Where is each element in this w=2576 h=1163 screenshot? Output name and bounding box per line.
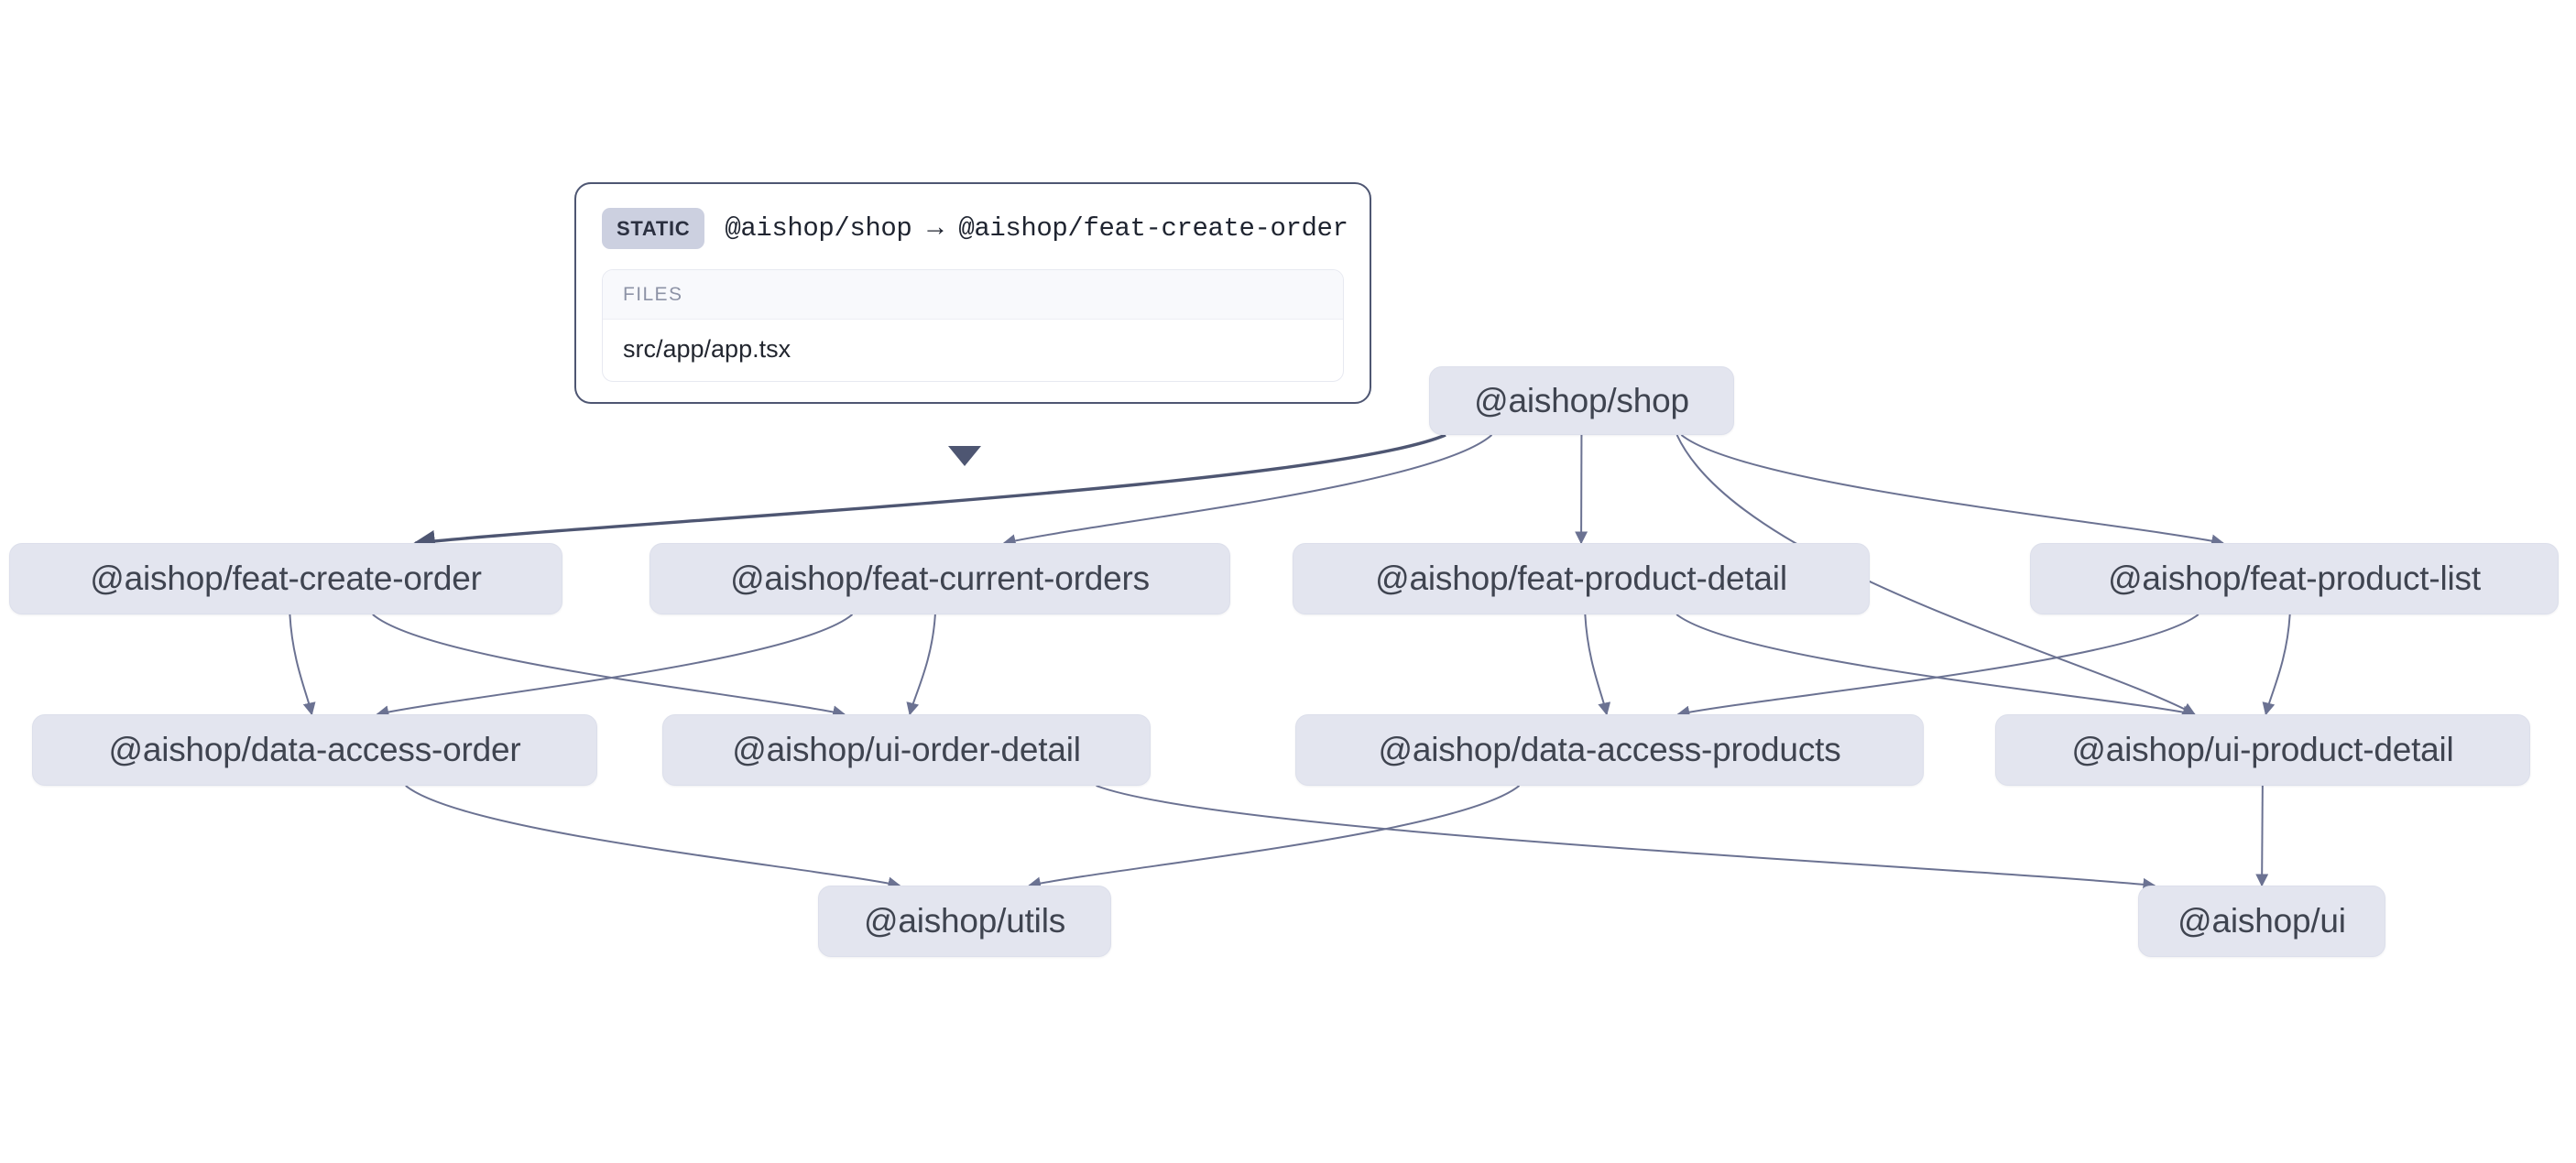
graph-edge-feat-create-order-to-ui-order-detail[interactable]: [372, 614, 846, 719]
graph-node-label: @aishop/data-access-products: [1378, 731, 1841, 768]
graph-edge-feat-product-detail-to-ui-product-detail[interactable]: [1675, 614, 2196, 719]
graph-edge-feat-current-orders-to-data-access-order[interactable]: [376, 614, 854, 719]
graph-node-ui-order-detail[interactable]: @aishop/ui-order-detail: [662, 714, 1151, 786]
graph-node-label: @aishop/feat-product-detail: [1375, 560, 1787, 597]
graph-edge-data-access-order-to-utils[interactable]: [405, 785, 901, 890]
files-list: src/app/app.tsx: [603, 320, 1343, 381]
edge-detail-card[interactable]: STATIC @aishop/shop → @aishop/feat-creat…: [574, 182, 1371, 404]
graph-node-feat-create-order[interactable]: @aishop/feat-create-order: [9, 543, 562, 614]
files-panel-header: FILES: [603, 270, 1343, 320]
graph-edge-data-access-products-to-utils[interactable]: [1028, 785, 1521, 890]
graph-edge-ui-order-detail-to-ui[interactable]: [1096, 785, 2156, 891]
file-row[interactable]: src/app/app.tsx: [623, 335, 791, 363]
detail-card-title: @aishop/shop → @aishop/feat-create-order: [725, 213, 1348, 244]
graph-node-label: @aishop/ui-order-detail: [732, 731, 1081, 768]
graph-node-ui-product-detail[interactable]: @aishop/ui-product-detail: [1995, 714, 2530, 786]
static-badge: STATIC: [602, 208, 705, 249]
graph-node-label: @aishop/feat-product-list: [2108, 560, 2481, 597]
graph-edge-shop-to-feat-current-orders[interactable]: [1002, 434, 1493, 548]
graph-node-ui[interactable]: @aishop/ui: [2138, 886, 2385, 957]
graph-node-label: @aishop/utils: [863, 902, 1066, 940]
graph-edge-feat-current-orders-to-ui-order-detail[interactable]: [906, 614, 936, 716]
graph-node-feat-product-detail[interactable]: @aishop/feat-product-detail: [1293, 543, 1870, 614]
graph-edge-feat-product-detail-to-data-access-products[interactable]: [1584, 614, 1611, 716]
graph-node-shop[interactable]: @aishop/shop: [1429, 366, 1734, 435]
graph-edge-shop-to-feat-create-order[interactable]: [413, 433, 1446, 552]
graph-edge-ui-product-detail-to-ui[interactable]: [2255, 785, 2269, 887]
graph-node-label: @aishop/feat-current-orders: [730, 560, 1150, 597]
detail-card-pointer: [948, 446, 981, 466]
graph-node-data-access-order[interactable]: @aishop/data-access-order: [32, 714, 597, 786]
graph-edge-shop-to-ui-product-detail[interactable]: [1675, 434, 2196, 715]
files-panel: FILES src/app/app.tsx: [602, 269, 1344, 382]
graph-node-label: @aishop/ui-product-detail: [2071, 731, 2454, 768]
graph-edge-feat-product-list-to-data-access-products[interactable]: [1676, 614, 2199, 719]
detail-card-header: STATIC @aishop/shop → @aishop/feat-creat…: [602, 208, 1348, 269]
graph-node-feat-current-orders[interactable]: @aishop/feat-current-orders: [649, 543, 1230, 614]
graph-node-data-access-products[interactable]: @aishop/data-access-products: [1295, 714, 1924, 786]
graph-node-label: @aishop/shop: [1474, 381, 1689, 419]
graph-edge-feat-create-order-to-data-access-order[interactable]: [289, 614, 316, 716]
graph-node-feat-product-list[interactable]: @aishop/feat-product-list: [2030, 543, 2559, 614]
graph-node-label: @aishop/ui: [2178, 902, 2346, 940]
graph-node-label: @aishop/feat-create-order: [90, 560, 482, 597]
graph-edge-feat-product-list-to-ui-product-detail[interactable]: [2262, 614, 2291, 716]
graph-edge-shop-to-feat-product-list[interactable]: [1680, 434, 2225, 548]
graph-node-utils[interactable]: @aishop/utils: [818, 886, 1111, 957]
graph-node-label: @aishop/data-access-order: [108, 731, 521, 768]
